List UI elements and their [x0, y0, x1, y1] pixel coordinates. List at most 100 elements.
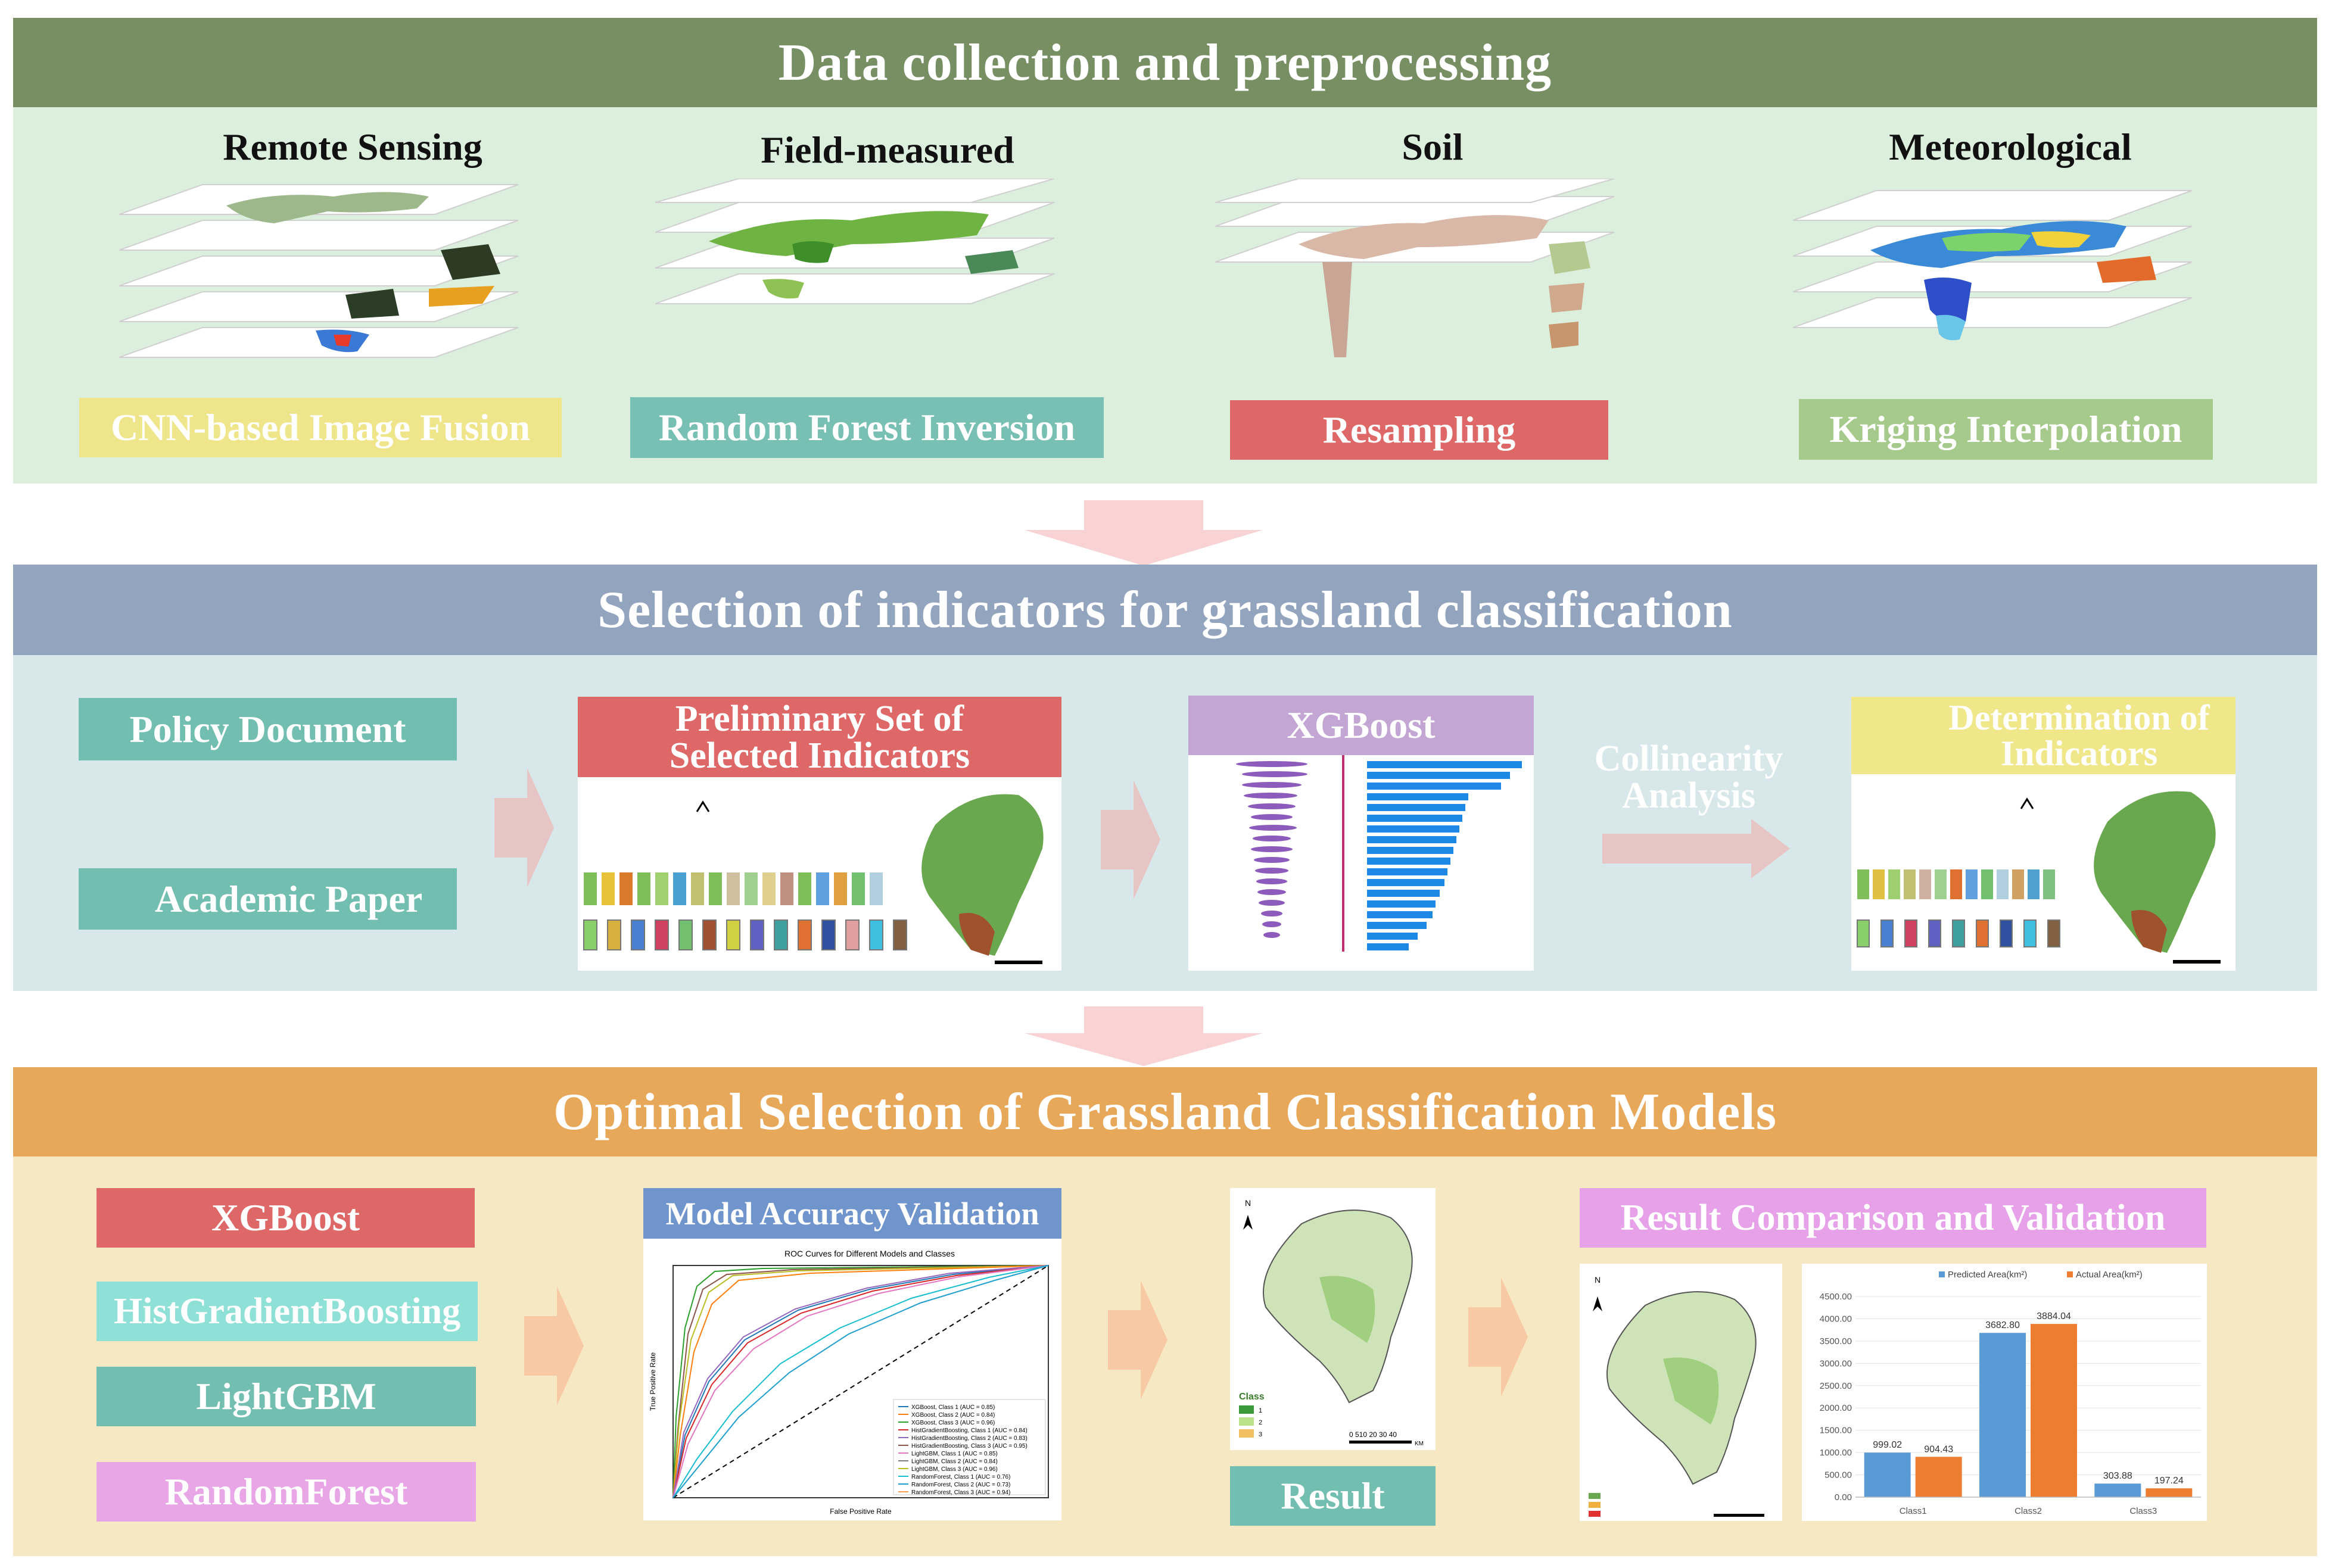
y-tick-label: 3000.00 [1820, 1358, 1852, 1369]
comparison-map-subregion [1663, 1357, 1719, 1424]
right-arrow-models-3 [1468, 1277, 1528, 1396]
roc-legend-9: RandomForest, Class 1 (AUC = 0.76) [911, 1474, 1010, 1480]
bar-y-axis: 0.00500.001000.001500.002000.002500.0030… [1820, 1292, 2201, 1502]
roc-legend-2: XGBoost, Class 3 (AUC = 0.96) [911, 1420, 995, 1426]
comparison-map-scalebar [1714, 1514, 1764, 1517]
right-arrow-models-1 [524, 1286, 584, 1405]
y-tick-label: 4500.00 [1820, 1292, 1852, 1302]
result-map-north-label: N [1245, 1198, 1251, 1208]
result-map-panel: N Class 1 2 3 0 510 20 30 40 KM [1230, 1188, 1436, 1450]
bar-predicted-class1 [1864, 1452, 1911, 1497]
comparison-legend-swatch-3 [1589, 1511, 1601, 1517]
legend-label-predicted: Predicted Area(km²) [1948, 1270, 2027, 1280]
bar-predicted-class3 [2094, 1483, 2141, 1497]
right-arrow-collinearity [1602, 819, 1790, 878]
determination-indicators-label: Determination of Indicators [1851, 697, 2235, 774]
section3-title: Optimal Selection of Grassland Classific… [553, 1083, 1777, 1141]
comparison-legend-swatch-2 [1589, 1502, 1601, 1508]
comparison-map: N [1589, 1275, 1764, 1517]
bar-legend: Predicted Area(km²) Actual Area(km²) [1939, 1270, 2143, 1280]
roc-curve-xgb-c1 [672, 1265, 1049, 1498]
preliminary-indicators-label: Preliminary Set of Selected Indicators [578, 697, 1061, 777]
roc-diagonal [672, 1265, 1049, 1498]
result-map-scale: 0 510 20 30 40 [1349, 1430, 1397, 1439]
class-2-label: 2 [1259, 1419, 1262, 1426]
y-tick-label: 2000.00 [1820, 1403, 1852, 1413]
result-map-class-title: Class [1239, 1392, 1265, 1402]
bar-value-label: 999.02 [1873, 1440, 1902, 1450]
roc-curve-xgb-c2 [672, 1265, 1049, 1498]
x-category-label: Class1 [1900, 1506, 1927, 1516]
roc-legend-11: RandomForest, Class 3 (AUC = 0.94) [911, 1489, 1010, 1496]
class-1-swatch [1239, 1405, 1254, 1414]
result-map-scale-unit: KM [1415, 1441, 1424, 1447]
roc-legend-10: RandomForest, Class 2 (AUC = 0.73) [911, 1482, 1010, 1488]
roc-legend-8: LightGBM, Class 3 (AUC = 0.96) [911, 1466, 998, 1473]
source-field-measured: Field-measured [761, 129, 1014, 171]
bar-value-label: 3884.04 [2037, 1311, 2071, 1321]
bar-value-label: 3682.80 [1985, 1320, 2020, 1330]
roc-legend-1: XGBoost, Class 2 (AUC = 0.84) [911, 1412, 995, 1419]
y-tick-label: 2500.00 [1820, 1381, 1852, 1391]
layer-stack-meteorological [1793, 190, 2193, 341]
x-category-label: Class3 [2129, 1506, 2157, 1516]
roc-legend: XGBoost, Class 1 (AUC = 0.85) XGBoost, C… [893, 1399, 1046, 1496]
comparison-map-north-label: N [1595, 1275, 1601, 1285]
class-1-label: 1 [1259, 1407, 1262, 1414]
academic-paper-label: Academic Paper [79, 868, 457, 930]
method-random-forest-inversion: Random Forest Inversion [630, 397, 1104, 458]
roc-curve-hgb-c1 [672, 1265, 1049, 1498]
layer-stack-field-measured [655, 179, 1055, 304]
bar-value-label: 904.43 [1924, 1444, 1953, 1454]
source-soil: Soil [1402, 126, 1464, 168]
y-tick-label: 500.00 [1824, 1470, 1852, 1480]
result-map-scalebar [1349, 1441, 1412, 1444]
class-2-swatch [1239, 1417, 1254, 1426]
layer-stack-remote-sensing [119, 184, 519, 358]
source-remote-sensing: Remote Sensing [223, 126, 482, 168]
shap-plots [1236, 755, 1522, 952]
bar-value-label: 197.24 [2154, 1476, 2184, 1486]
bar-actual-class3 [2146, 1488, 2193, 1497]
result-label: Result [1230, 1466, 1436, 1526]
roc-curve-rf-c2 [672, 1265, 1049, 1498]
roc-curve-xgb-c3 [672, 1265, 1049, 1498]
bar-predicted-class2 [1979, 1333, 2026, 1497]
roc-legend-4: HistGradientBoosting, Class 2 (AUC = 0.8… [911, 1435, 1028, 1442]
roc-axes [672, 1265, 1049, 1498]
preliminary-indicators-maps [583, 794, 1044, 964]
roc-xlabel: False Positive Rate [830, 1507, 892, 1516]
roc-ylabel: True Positive Rate [649, 1352, 657, 1411]
y-tick-label: 1000.00 [1820, 1448, 1852, 1458]
source-meteorological: Meteorological [1889, 126, 2132, 168]
roc-curve-rf-c3 [672, 1265, 1049, 1498]
preliminary-indicators-panel [578, 777, 1061, 971]
method-kriging-interpolation: Kriging Interpolation [1799, 399, 2213, 460]
bar-actual-class1 [1915, 1457, 1962, 1497]
roc-legend-6: LightGBM, Class 1 (AUC = 0.85) [911, 1451, 998, 1457]
section2-header: Selection of indicators for grassland cl… [13, 565, 2317, 655]
method-resampling: Resampling [1230, 400, 1608, 460]
xgboost-indicator-label: XGBoost [1188, 696, 1534, 755]
roc-legend-3: HistGradientBoosting, Class 1 (AUC = 0.8… [911, 1427, 1028, 1434]
roc-legend-7: LightGBM, Class 2 (AUC = 0.84) [911, 1458, 998, 1465]
y-tick-label: 4000.00 [1820, 1314, 1852, 1324]
model-xgboost: XGBoost [96, 1188, 475, 1248]
x-category-label: Class2 [2014, 1506, 2042, 1516]
collinearity-analysis-label: Collinearity Analysis [1594, 738, 1783, 816]
class-3-swatch [1239, 1429, 1254, 1438]
model-randomforest: RandomForest [96, 1462, 476, 1522]
comparison-map-panel: N [1580, 1264, 1782, 1521]
north-arrow-icon [1243, 1215, 1253, 1230]
xgboost-shap-panel [1188, 755, 1534, 971]
roc-panel: ROC Curves for Different Models and Clas… [643, 1239, 1061, 1520]
class-3-label: 3 [1259, 1431, 1262, 1438]
section3-header: Optimal Selection of Grassland Classific… [13, 1067, 2317, 1156]
model-lightgbm: LightGBM [96, 1367, 476, 1426]
roc-title: ROC Curves for Different Models and Clas… [784, 1249, 955, 1258]
right-arrow-indicators-2 [1101, 780, 1160, 899]
determination-indicators-panel [1851, 774, 2235, 971]
y-tick-label: 3500.00 [1820, 1336, 1852, 1346]
layer-stack-soil [1215, 179, 1615, 357]
